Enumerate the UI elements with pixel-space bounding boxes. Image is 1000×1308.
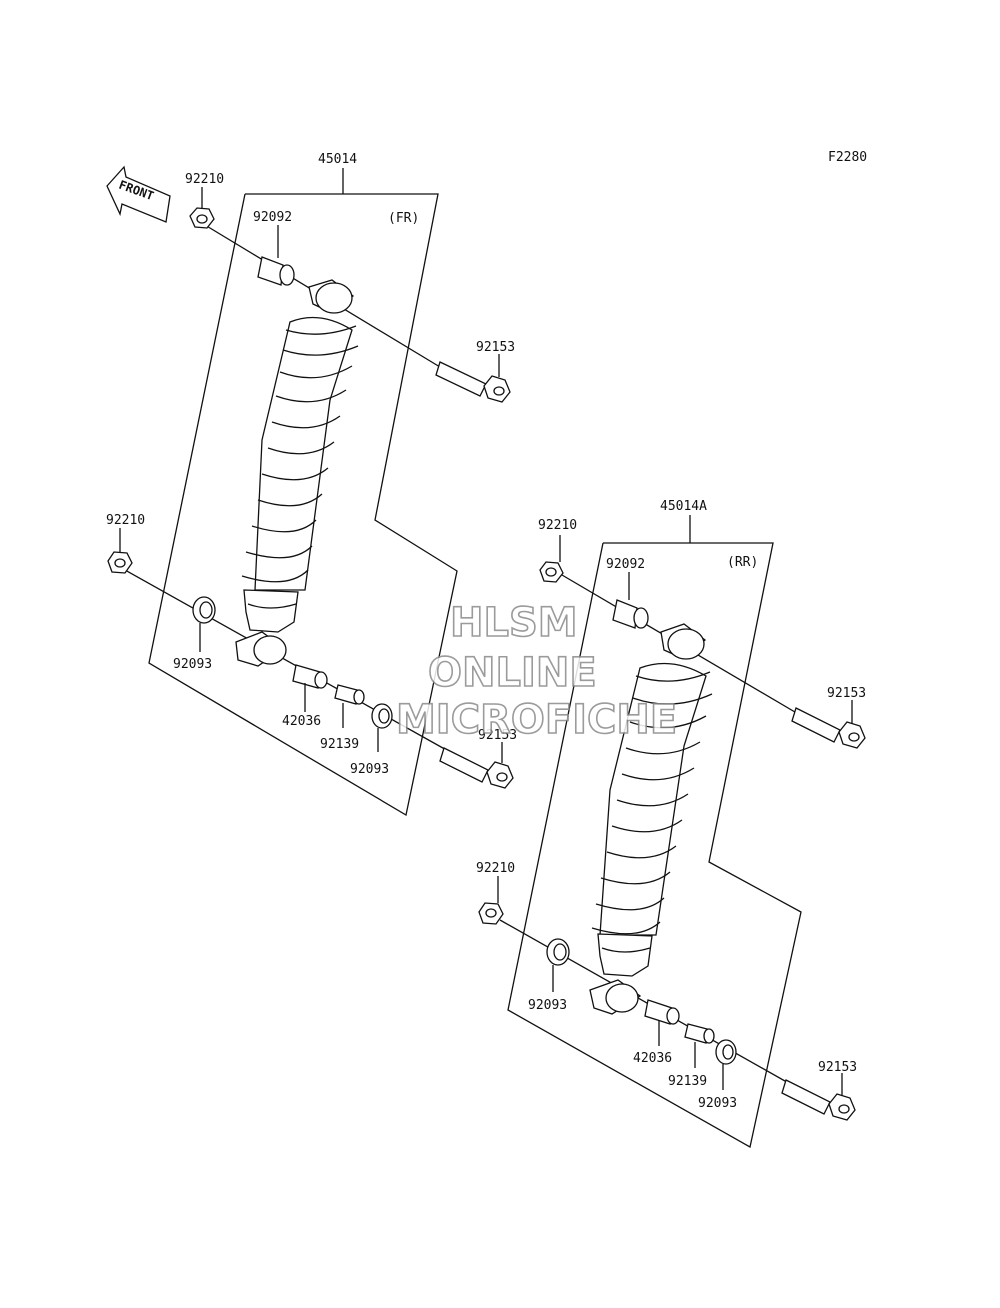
label-rear-nut-top: 92210: [538, 518, 577, 533]
bushing-icon: [644, 999, 680, 1025]
sleeve-icon: [684, 1023, 715, 1044]
label-rear-bolt-top: 92153: [827, 686, 866, 701]
label-front-bolt-top: 92153: [476, 340, 515, 355]
label-rear-seal-right: 92093: [698, 1096, 737, 1111]
front-arrow-icon: FRONT: [106, 165, 171, 223]
label-rear-bushing: 42036: [633, 1051, 672, 1066]
watermark-line-3: MICROFICHE: [396, 697, 677, 743]
seal-icon: [546, 938, 570, 966]
watermark-line-2: ONLINE: [428, 650, 597, 696]
collar-icon: [257, 256, 295, 286]
part-no-front: 45014: [318, 152, 357, 167]
upper-eye-icon: [308, 279, 355, 314]
label-front-bolt-bottom: 92153: [478, 728, 517, 743]
position-label-rear: (RR): [727, 555, 758, 570]
upper-eye-icon: [660, 623, 707, 660]
seal-icon: [192, 596, 216, 624]
label-front-seal-left: 92093: [173, 657, 212, 672]
bushing-icon: [292, 664, 328, 689]
watermark: HLSM ONLINE MICROFICHE: [395, 599, 678, 744]
nut-icon: [478, 902, 504, 925]
label-front-collar-top: 92092: [253, 210, 292, 225]
nut-icon: [189, 207, 215, 229]
label-front-sleeve: 92139: [320, 737, 359, 752]
label-front-bushing: 42036: [282, 714, 321, 729]
position-label-front: (FR): [388, 211, 419, 226]
watermark-line-1: HLSM: [450, 600, 578, 646]
bolt-icon: [435, 361, 511, 403]
bolt-icon: [781, 1079, 856, 1121]
label-rear-bolt-bottom: 92153: [818, 1060, 857, 1075]
nut-icon: [107, 551, 133, 574]
seal-icon: [371, 703, 393, 729]
lower-eye-icon: [235, 631, 287, 667]
label-rear-sleeve: 92139: [668, 1074, 707, 1089]
label-front-nut-top: 92210: [185, 172, 224, 187]
label-rear-seal-left: 92093: [528, 998, 567, 1013]
shock-spring-icon: [591, 662, 713, 977]
assembly-front: 45014 (FR) 92210 92092: [106, 152, 517, 817]
figure-code: F2280: [828, 150, 867, 165]
seal-icon: [715, 1039, 737, 1065]
label-rear-collar-top: 92092: [606, 557, 645, 572]
label-rear-nut-bottom: 92210: [476, 861, 515, 876]
bolt-icon: [791, 707, 866, 749]
label-front-seal-right: 92093: [350, 762, 389, 777]
nut-icon: [539, 561, 564, 583]
shock-spring-icon: [241, 316, 359, 633]
sleeve-icon: [334, 684, 365, 705]
collar-icon: [612, 599, 649, 629]
lower-eye-icon: [589, 979, 642, 1015]
bolt-icon: [439, 747, 514, 789]
part-no-rear: 45014A: [660, 499, 707, 514]
assembly-rear: 45014A (RR) 92210 92092: [476, 499, 866, 1149]
label-front-nut-bottom: 92210: [106, 513, 145, 528]
